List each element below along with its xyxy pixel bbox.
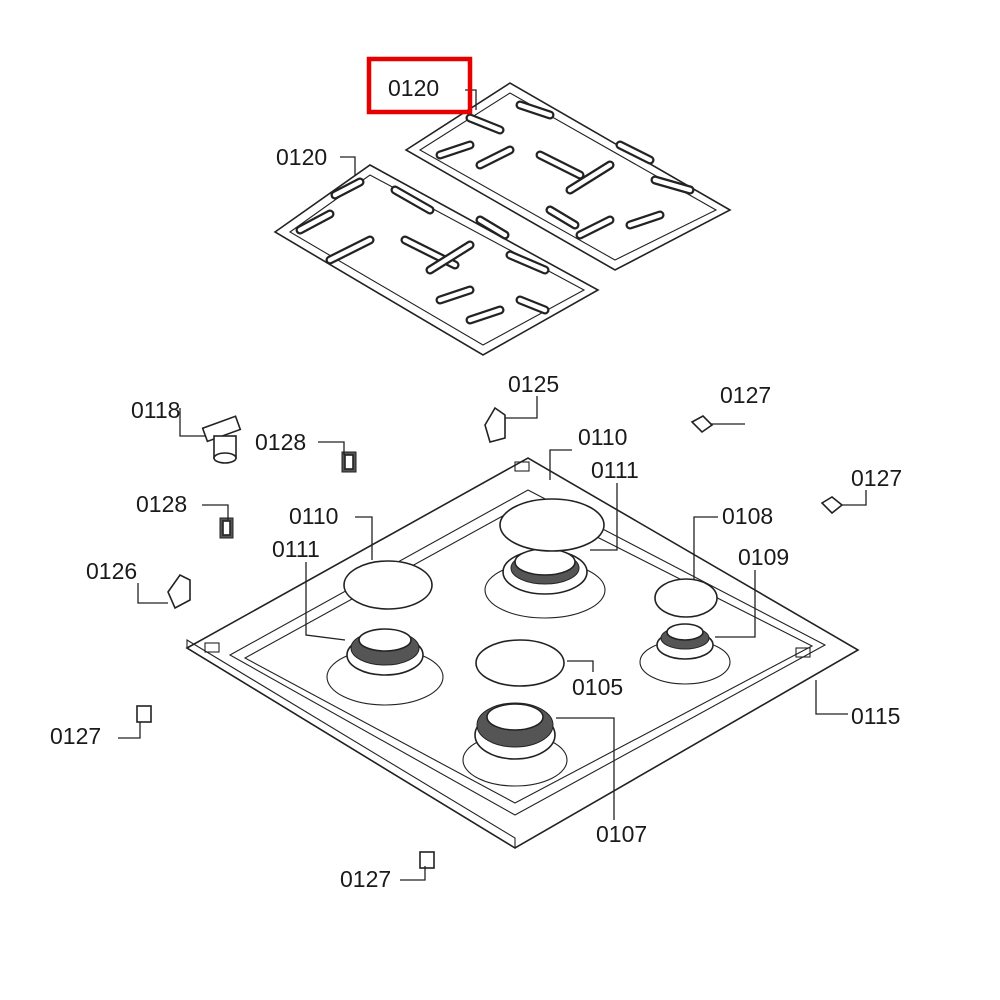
callout-0125: 0125 (508, 371, 559, 397)
cap-front (475, 639, 565, 687)
callout-0110-rear: 0110 (578, 424, 627, 450)
callout-0127-upper-right: 0127 (720, 382, 771, 408)
cap-small-right (654, 578, 718, 618)
burner-small-right (639, 623, 731, 685)
callout-0127-lower-left: 0127 (50, 723, 101, 749)
callout-0108: 0108 (722, 503, 773, 529)
callout-0115: 0115 (851, 703, 900, 729)
burner-front (462, 702, 568, 787)
callout-0110-front-left: 0110 (289, 503, 338, 529)
callout-0105: 0105 (572, 674, 623, 700)
tab-125-part (484, 406, 506, 443)
callout-0128-upper: 0128 (255, 429, 306, 455)
callout-0111-rear: 0111 (591, 457, 639, 483)
callout-0120-left-grate: 0120 (276, 144, 327, 170)
burner-rear-large (484, 548, 606, 619)
callout-0109: 0109 (738, 544, 789, 570)
cap-front-left (343, 560, 433, 610)
cap-rear-large (499, 498, 605, 552)
callout-0127-bottom: 0127 (340, 866, 391, 892)
clip-127-lower-left-part (136, 705, 152, 723)
clip-128-lower-part (219, 517, 234, 539)
callout-0111-front-left: 0111 (272, 536, 320, 562)
clip-127-upper-right-part (690, 415, 714, 434)
clip-126-part (167, 573, 191, 610)
clip-127-bottom-part (419, 851, 435, 869)
callout-0107: 0107 (596, 821, 647, 847)
callout-0126: 0126 (86, 558, 137, 584)
highlight-box (366, 56, 473, 115)
callout-0120-right-grate: 0120 (388, 75, 439, 101)
leader-lines (118, 89, 867, 881)
callout-0128-lower: 0128 (136, 491, 187, 517)
pan-support-left (273, 164, 600, 356)
callout-0118: 0118 (131, 397, 180, 423)
knob-part (201, 415, 242, 464)
clip-128-upper-part (341, 451, 357, 473)
burner-front-left (326, 628, 444, 706)
pan-support-right (404, 82, 732, 271)
clip-127-far-right-part (820, 496, 844, 515)
callout-0127-far-right: 0127 (851, 465, 902, 491)
